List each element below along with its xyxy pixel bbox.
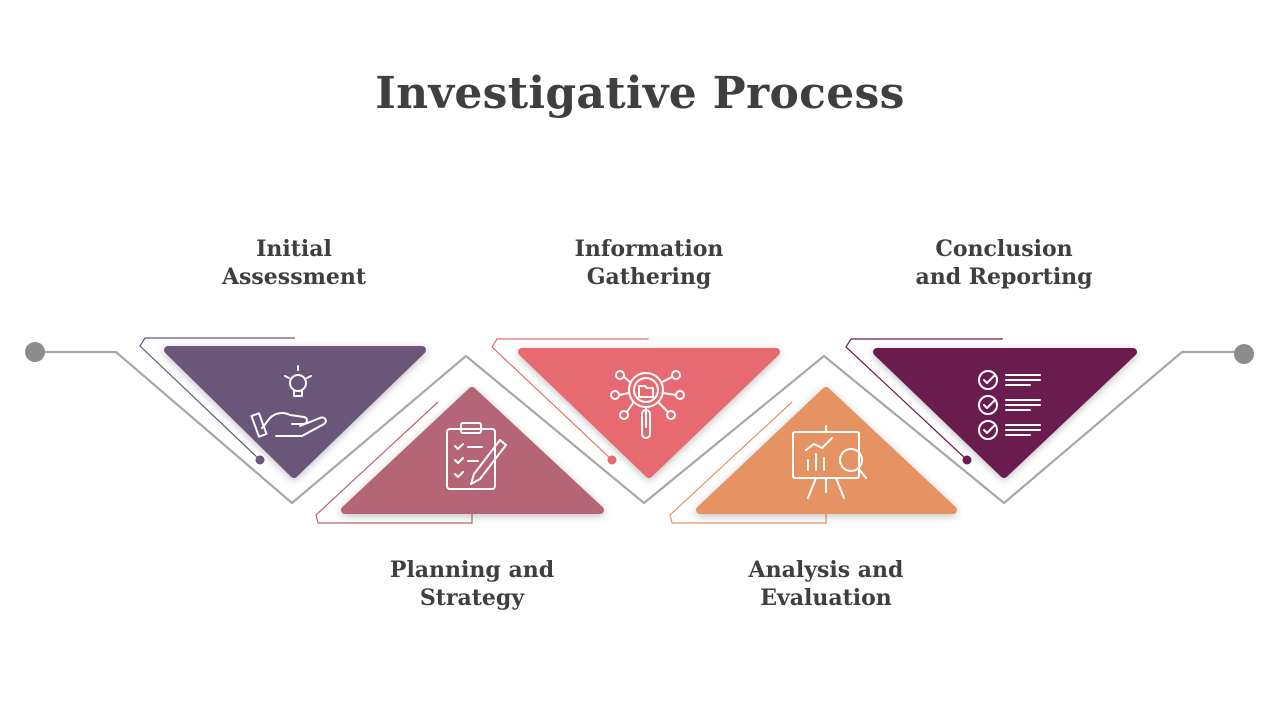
step-information-gathering [491, 338, 780, 478]
end-endpoint [1234, 344, 1254, 364]
step-analysis-evaluation [669, 387, 957, 524]
step-conclusion-reporting [845, 338, 1137, 478]
page-title: Investigative Process [375, 68, 905, 119]
accent-bracket [491, 338, 649, 461]
accent-bracket [315, 401, 473, 524]
clipboard-checklist-icon [446, 422, 507, 490]
checklist-icon [978, 370, 1041, 440]
start-endpoint [25, 342, 45, 362]
accent-bracket [139, 337, 295, 461]
accent-bracket [845, 338, 1003, 461]
step-planning-strategy [315, 387, 604, 524]
magnifier-network-icon [610, 370, 685, 439]
step-initial-assessment [139, 337, 426, 478]
idea-hand-icon [250, 365, 327, 438]
accent-bracket [669, 401, 827, 524]
chart-presentation-search-icon [792, 425, 867, 499]
connector-line [25, 342, 1254, 505]
